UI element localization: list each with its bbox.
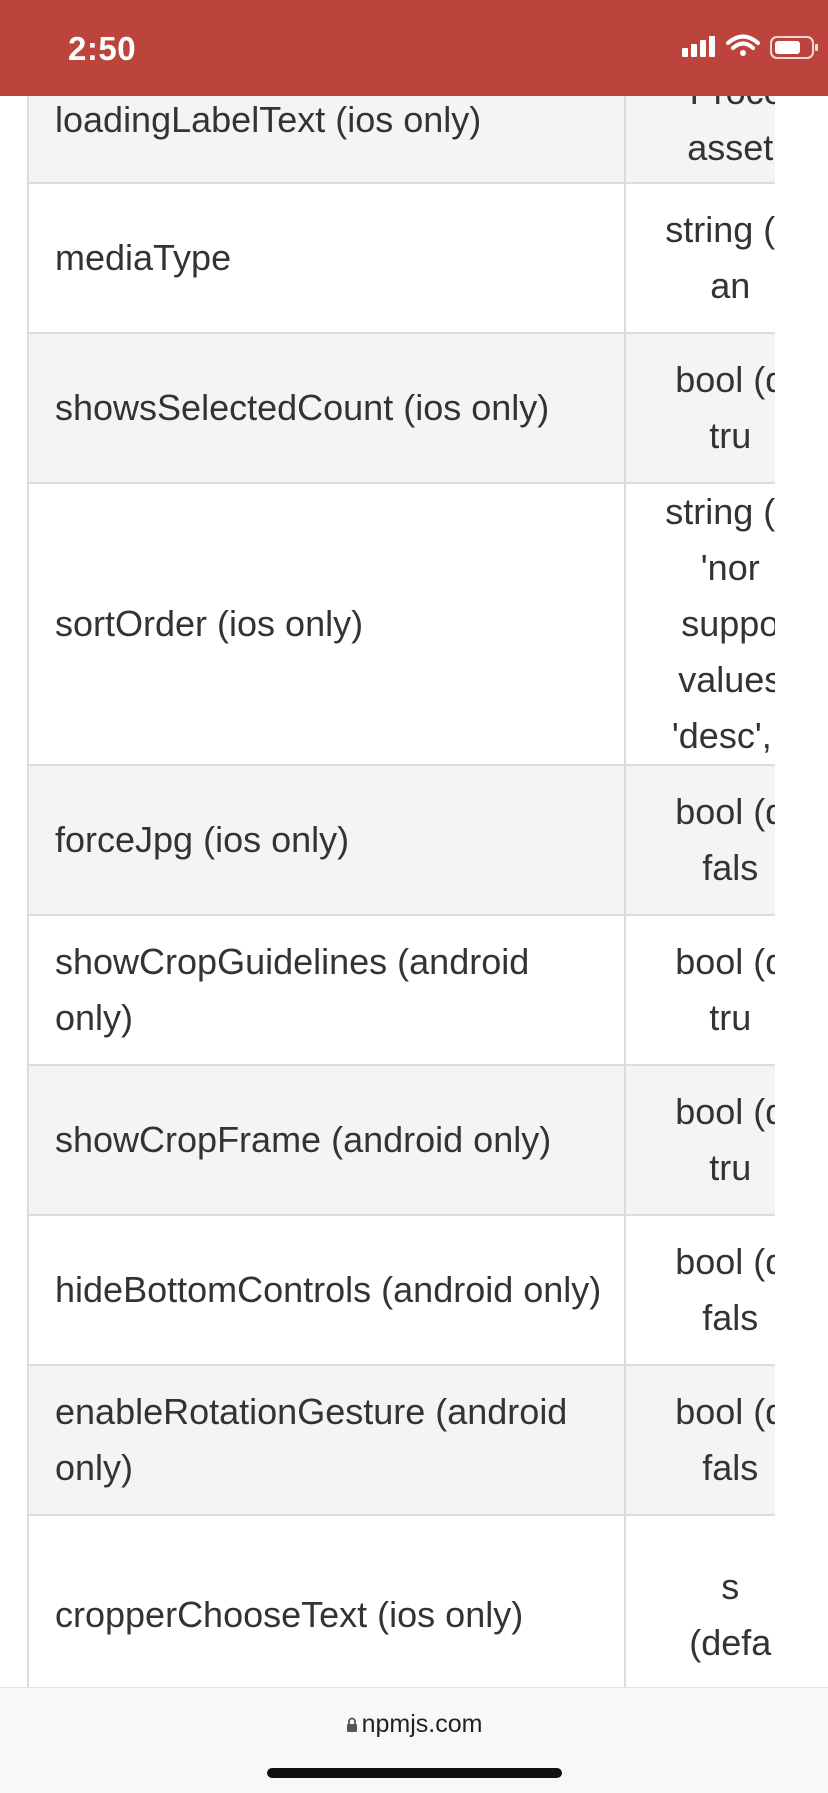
property-type: string (d 'nor suppo values 'desc', ' <box>636 485 775 763</box>
property-name-cell: cropperChooseText (ios only) <box>27 1514 626 1716</box>
property-type: bool (d fals <box>636 1384 775 1496</box>
property-type-line: 'desc', ' <box>671 715 775 756</box>
table-row: showCropFrame (android only) bool (d tru <box>27 1064 775 1216</box>
property-name-cell: showCropGuidelines (android only) <box>27 914 626 1066</box>
options-table-container[interactable]: loadingLabelText (ios only)"Proceassetme… <box>27 56 775 1716</box>
property-type-line: bool (d <box>675 941 775 982</box>
property-type-line: asset <box>687 127 774 168</box>
property-type: string (d an <box>636 202 775 314</box>
property-type-line: bool (d <box>675 1391 775 1432</box>
table-row: hideBottomControls (android only) bool (d… <box>27 1214 775 1366</box>
property-name-cell: showsSelectedCount (ios only) <box>27 332 626 484</box>
property-type: bool (d tru <box>636 352 775 464</box>
property-type: bool (d tru <box>636 1084 775 1196</box>
property-type-line: fals <box>702 1447 759 1488</box>
table-row: showCropGuidelines (android only) bool (d… <box>27 914 775 1066</box>
property-name: hideBottomControls (android only) <box>55 1269 602 1310</box>
property-name: showsSelectedCount (ios only) <box>55 387 550 428</box>
property-name: sortOrder (ios only) <box>55 603 364 644</box>
home-indicator[interactable] <box>267 1768 562 1778</box>
property-type: bool (d fals <box>636 1234 775 1346</box>
property-type-cell: bool (d tru <box>623 332 775 484</box>
property-type-line: bool (d <box>675 1241 775 1282</box>
property-type: bool (d fals <box>636 784 775 896</box>
property-type-line: (defa <box>689 1622 772 1663</box>
table-row: forceJpg (ios only) bool (d fals <box>27 764 775 916</box>
status-icons <box>628 0 828 96</box>
property-type-cell: s (defa <box>623 1514 776 1716</box>
property-name-cell: forceJpg (ios only) <box>27 764 626 916</box>
property-type-line: values <box>678 659 775 700</box>
property-type-cell: bool (d tru <box>623 914 775 1066</box>
property-type-line: an <box>710 265 751 306</box>
property-type-line: tru <box>709 997 752 1038</box>
property-type: s (defa <box>636 1559 776 1671</box>
url-display[interactable]: npmjs.com <box>0 1710 828 1739</box>
property-type-line: s <box>721 1566 740 1607</box>
property-type-line: suppo <box>681 603 775 644</box>
property-type-line: string (d <box>665 491 775 532</box>
property-type-line: string (d <box>665 209 775 250</box>
property-name-cell: mediaType <box>27 182 626 334</box>
property-type-line: tru <box>709 1147 752 1188</box>
property-type: bool (d tru <box>636 934 775 1046</box>
property-name: loadingLabelText (ios only) <box>55 99 482 140</box>
property-type-cell: bool (d fals <box>623 1364 775 1516</box>
status-time: 2:50 <box>68 30 137 67</box>
property-type-line: bool (d <box>675 1091 775 1132</box>
property-name: showCropGuidelines (android only) <box>55 941 530 1038</box>
property-type-line: bool (d <box>675 359 775 400</box>
property-name: cropperChooseText (ios only) <box>55 1594 524 1635</box>
property-type-line: fals <box>702 847 759 888</box>
table-row: showsSelectedCount (ios only) bool (d tru <box>27 332 775 484</box>
battery-icon <box>770 36 818 59</box>
property-type-line: tru <box>709 415 752 456</box>
options-table: loadingLabelText (ios only)"Proceassetme… <box>27 56 775 1716</box>
cellular-signal-icon <box>682 36 715 57</box>
property-type-line: fals <box>702 1297 759 1338</box>
url-text: npmjs.com <box>361 1710 483 1738</box>
property-name-cell: enableRotationGesture (android only) <box>27 1364 626 1516</box>
property-type-cell: bool (d tru <box>623 1064 775 1216</box>
table-row: cropperChooseText (ios only) s (defa <box>27 1514 776 1716</box>
status-bar: 2:50 <box>0 0 828 96</box>
property-name-cell: sortOrder (ios only) <box>27 482 626 766</box>
table-row: enableRotationGesture (android only) bool… <box>27 1364 775 1516</box>
property-name: mediaType <box>55 237 232 278</box>
property-type-cell: string (d an <box>623 182 775 334</box>
property-name: enableRotationGesture (android only) <box>55 1391 568 1488</box>
property-type-line: bool (d <box>675 791 775 832</box>
property-name: forceJpg (ios only) <box>55 819 350 860</box>
lock-icon <box>346 1711 358 1732</box>
property-name-cell: hideBottomControls (android only) <box>27 1214 626 1366</box>
property-type-cell: bool (d fals <box>623 764 775 916</box>
property-type-cell: bool (d fals <box>623 1214 775 1366</box>
table-row: sortOrder (ios only) string (d 'nor suppo va… <box>27 482 775 766</box>
table-row: mediaType string (d an <box>27 182 775 334</box>
browser-bottom-bar: npmjs.com <box>0 1687 828 1793</box>
property-type-line: 'nor <box>700 547 760 588</box>
property-name-cell: showCropFrame (android only) <box>27 1064 626 1216</box>
property-name: showCropFrame (android only) <box>55 1119 552 1160</box>
property-type-cell: string (d 'nor suppo values 'desc', ' <box>623 482 775 766</box>
wifi-icon <box>726 34 760 56</box>
